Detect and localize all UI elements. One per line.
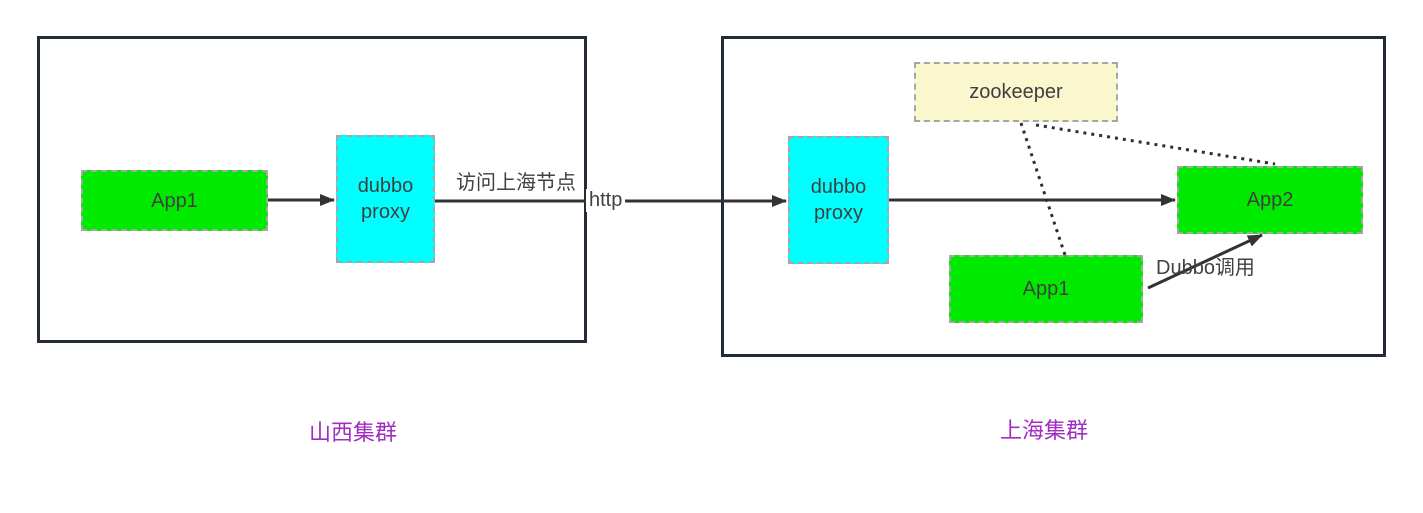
node-label: App2 [1246, 189, 1294, 211]
node-dubbo-proxy-left: dubbo proxy [336, 135, 435, 263]
cluster-label-shanghai: 上海集群 [1000, 418, 1089, 443]
node-zookeeper: zookeeper [914, 62, 1118, 122]
node-label: dubbo proxy [357, 175, 414, 223]
node-dubbo-proxy-right: dubbo proxy [788, 136, 889, 264]
edge-label-visit-shanghai: 访问上海节点 [456, 172, 576, 194]
node-app1-right: App1 [949, 255, 1143, 323]
edge-label-dubbo-call: Dubbo调用 [1156, 257, 1255, 279]
cluster-label-shanxi: 山西集群 [309, 420, 398, 445]
node-label: App1 [151, 189, 198, 212]
edge-label-http: http [586, 189, 626, 212]
node-app2: App2 [1177, 166, 1363, 234]
node-label: dubbo proxy [810, 176, 867, 224]
node-label: zookeeper [969, 81, 1063, 103]
node-label: App1 [1022, 278, 1070, 300]
node-app1-left: App1 [81, 170, 268, 231]
